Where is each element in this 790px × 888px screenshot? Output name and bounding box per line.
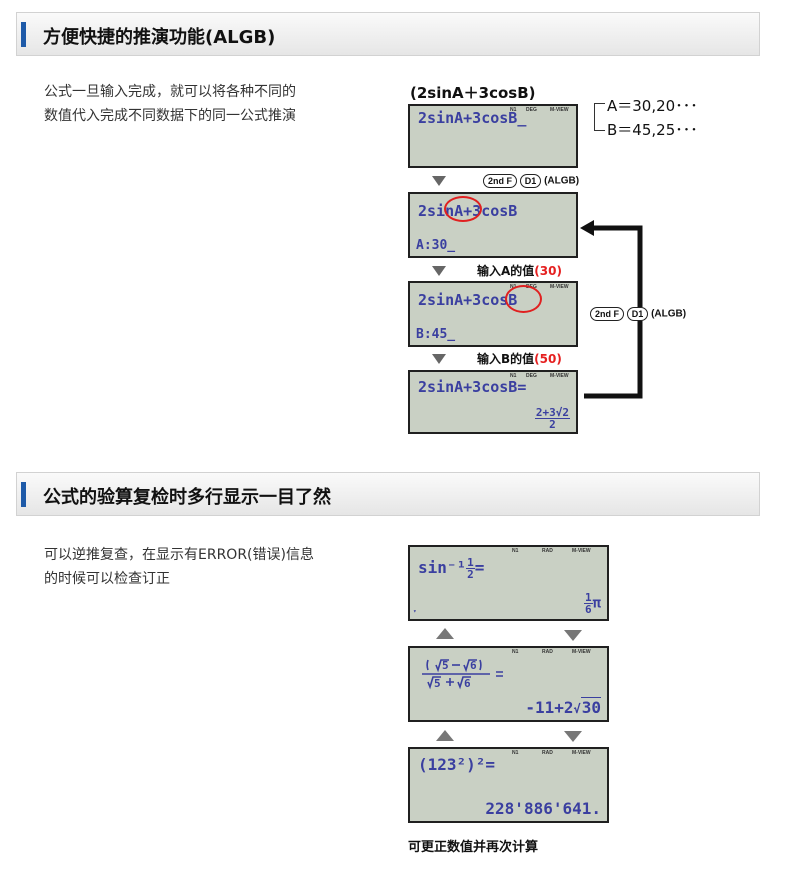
- screen-result: 228'886'641.: [485, 799, 601, 818]
- equals-sign: =: [474, 558, 485, 577]
- section2-description: 可以逆推复查，在显示有ERROR(错误)信息 的时候可以检查订正: [44, 543, 314, 591]
- lcd-screen-3: N1 DEG M-VIEW 2sinA+3cosB B:45_: [408, 281, 578, 347]
- desc-line: 数值代入完成不同数据下的同一公式推演: [44, 108, 296, 124]
- expr-text: sin⁻¹: [418, 558, 467, 577]
- header-accent-bar: [21, 22, 26, 47]
- desc-line: 可以逆推复查，在显示有ERROR(错误)信息: [44, 547, 314, 563]
- values-a: A＝30,20･･･: [607, 97, 698, 115]
- indicator: DEG: [526, 107, 537, 113]
- indicator: M-VIEW: [572, 649, 591, 655]
- screen-expression: (123²)²=: [418, 755, 496, 774]
- scroll-up-arrow-icon: [436, 628, 454, 639]
- step-value: (50): [534, 352, 562, 366]
- highlight-circle: [505, 285, 542, 313]
- key-2ndf: 2nd F: [590, 307, 624, 321]
- svg-text:6: 6: [464, 677, 471, 690]
- indicator: RAD: [542, 649, 553, 655]
- screen-result: -11+2√30: [525, 697, 601, 717]
- arrow-down-icon: [432, 354, 446, 364]
- step-input-b: 输入B的值(50): [477, 350, 562, 367]
- indicator: M-VIEW: [550, 107, 569, 113]
- key-sequence-2: 2nd F D1 (ALGB): [590, 307, 687, 321]
- lcd-screen-2: 2sinA+3cosB A:30_: [408, 192, 578, 258]
- result-numerator: 1: [583, 591, 593, 604]
- section2-title: 公式的验算复检时多行显示一目了然: [43, 487, 331, 508]
- formula-title: (2sinA＋3cosB): [410, 84, 536, 102]
- indicator: M-VIEW: [550, 284, 569, 290]
- section1-header: 方便快捷的推演功能(ALGB): [16, 12, 760, 56]
- expr-denominator: 2: [467, 568, 474, 581]
- indicator: N1: [510, 107, 517, 113]
- result-text: -11+2: [525, 698, 574, 717]
- scroll-indicator-icon: ▾: [413, 608, 417, 615]
- step-input-a: 输入A的值(30): [477, 262, 562, 279]
- indicator: N1: [512, 649, 519, 655]
- indicator: M-VIEW: [572, 548, 591, 554]
- key-label: (ALGB): [651, 308, 687, 320]
- lcd-screen-s2-3: N1 RAD M-VIEW (123²)²= 228'886'641.: [408, 747, 609, 823]
- key-d1: D1: [519, 174, 542, 188]
- scroll-down-arrow-icon: [564, 630, 582, 641]
- result-denominator: 6: [584, 603, 592, 616]
- key-label: (ALGB): [544, 175, 580, 187]
- desc-line: 的时候可以检查订正: [44, 571, 170, 587]
- scroll-down-arrow-icon: [564, 731, 582, 742]
- scroll-up-arrow-icon: [436, 730, 454, 741]
- highlight-circle: [444, 196, 482, 222]
- section2-header: 公式的验算复检时多行显示一目了然: [16, 472, 760, 516]
- screen-expression: 2sinA+3cosB: [418, 291, 518, 309]
- section1-title: 方便快捷的推演功能(ALGB): [43, 27, 276, 48]
- key-d1: D1: [626, 307, 649, 321]
- indicator: N1: [512, 548, 519, 554]
- expr-numerator: 1: [466, 556, 475, 569]
- screen-input: B:45_: [416, 327, 456, 342]
- desc-line: 公式一旦输入完成，就可以将各种不同的: [44, 84, 296, 100]
- key-sequence-1: 2nd F D1 (ALGB): [483, 174, 579, 188]
- step-label: 输入B的值: [477, 352, 535, 366]
- arrow-down-icon: [432, 266, 446, 276]
- indicator: M-VIEW: [572, 750, 591, 756]
- result-sqrt: 30: [580, 697, 601, 717]
- indicator: DEG: [526, 373, 537, 379]
- lcd-screen-1: N1 DEG M-VIEW 2sinA+3cosB_: [408, 104, 578, 168]
- indicator: M-VIEW: [550, 373, 569, 379]
- indicator: RAD: [542, 750, 553, 756]
- indicator: N1: [512, 750, 519, 756]
- step-value: (30): [534, 264, 562, 278]
- key-2ndf: 2nd F: [483, 174, 517, 188]
- values-bracket: [594, 103, 605, 131]
- screen-expression: 2sinA+3cosB_: [418, 109, 527, 127]
- arrow-down-icon: [432, 176, 446, 186]
- screen-expression: 2sinA+3cosB=: [418, 378, 527, 396]
- lcd-screen-s2-2: N1 RAD M-VIEW 5 6 5 6 -11+2√30: [408, 646, 609, 722]
- pi-symbol: π: [592, 595, 601, 612]
- svg-text:5: 5: [442, 659, 449, 672]
- header-accent-bar: [21, 482, 26, 507]
- screen-input: A:30_: [416, 238, 456, 253]
- fraction-expression: 5 6 5 6: [422, 659, 503, 690]
- result-numerator: 2+3√2: [534, 406, 570, 419]
- svg-text:5: 5: [434, 677, 441, 690]
- indicator: N1: [510, 373, 517, 379]
- section1-description: 公式一旦输入完成，就可以将各种不同的 数值代入完成不同数据下的同一公式推演: [44, 80, 296, 128]
- result-denominator: 2: [549, 418, 556, 431]
- indicator: RAD: [542, 548, 553, 554]
- svg-text:6: 6: [470, 659, 477, 672]
- section2-caption: 可更正数值并再次计算: [408, 840, 539, 855]
- values-b: B＝45,25･･･: [607, 121, 698, 139]
- step-label: 输入A的值: [477, 264, 535, 278]
